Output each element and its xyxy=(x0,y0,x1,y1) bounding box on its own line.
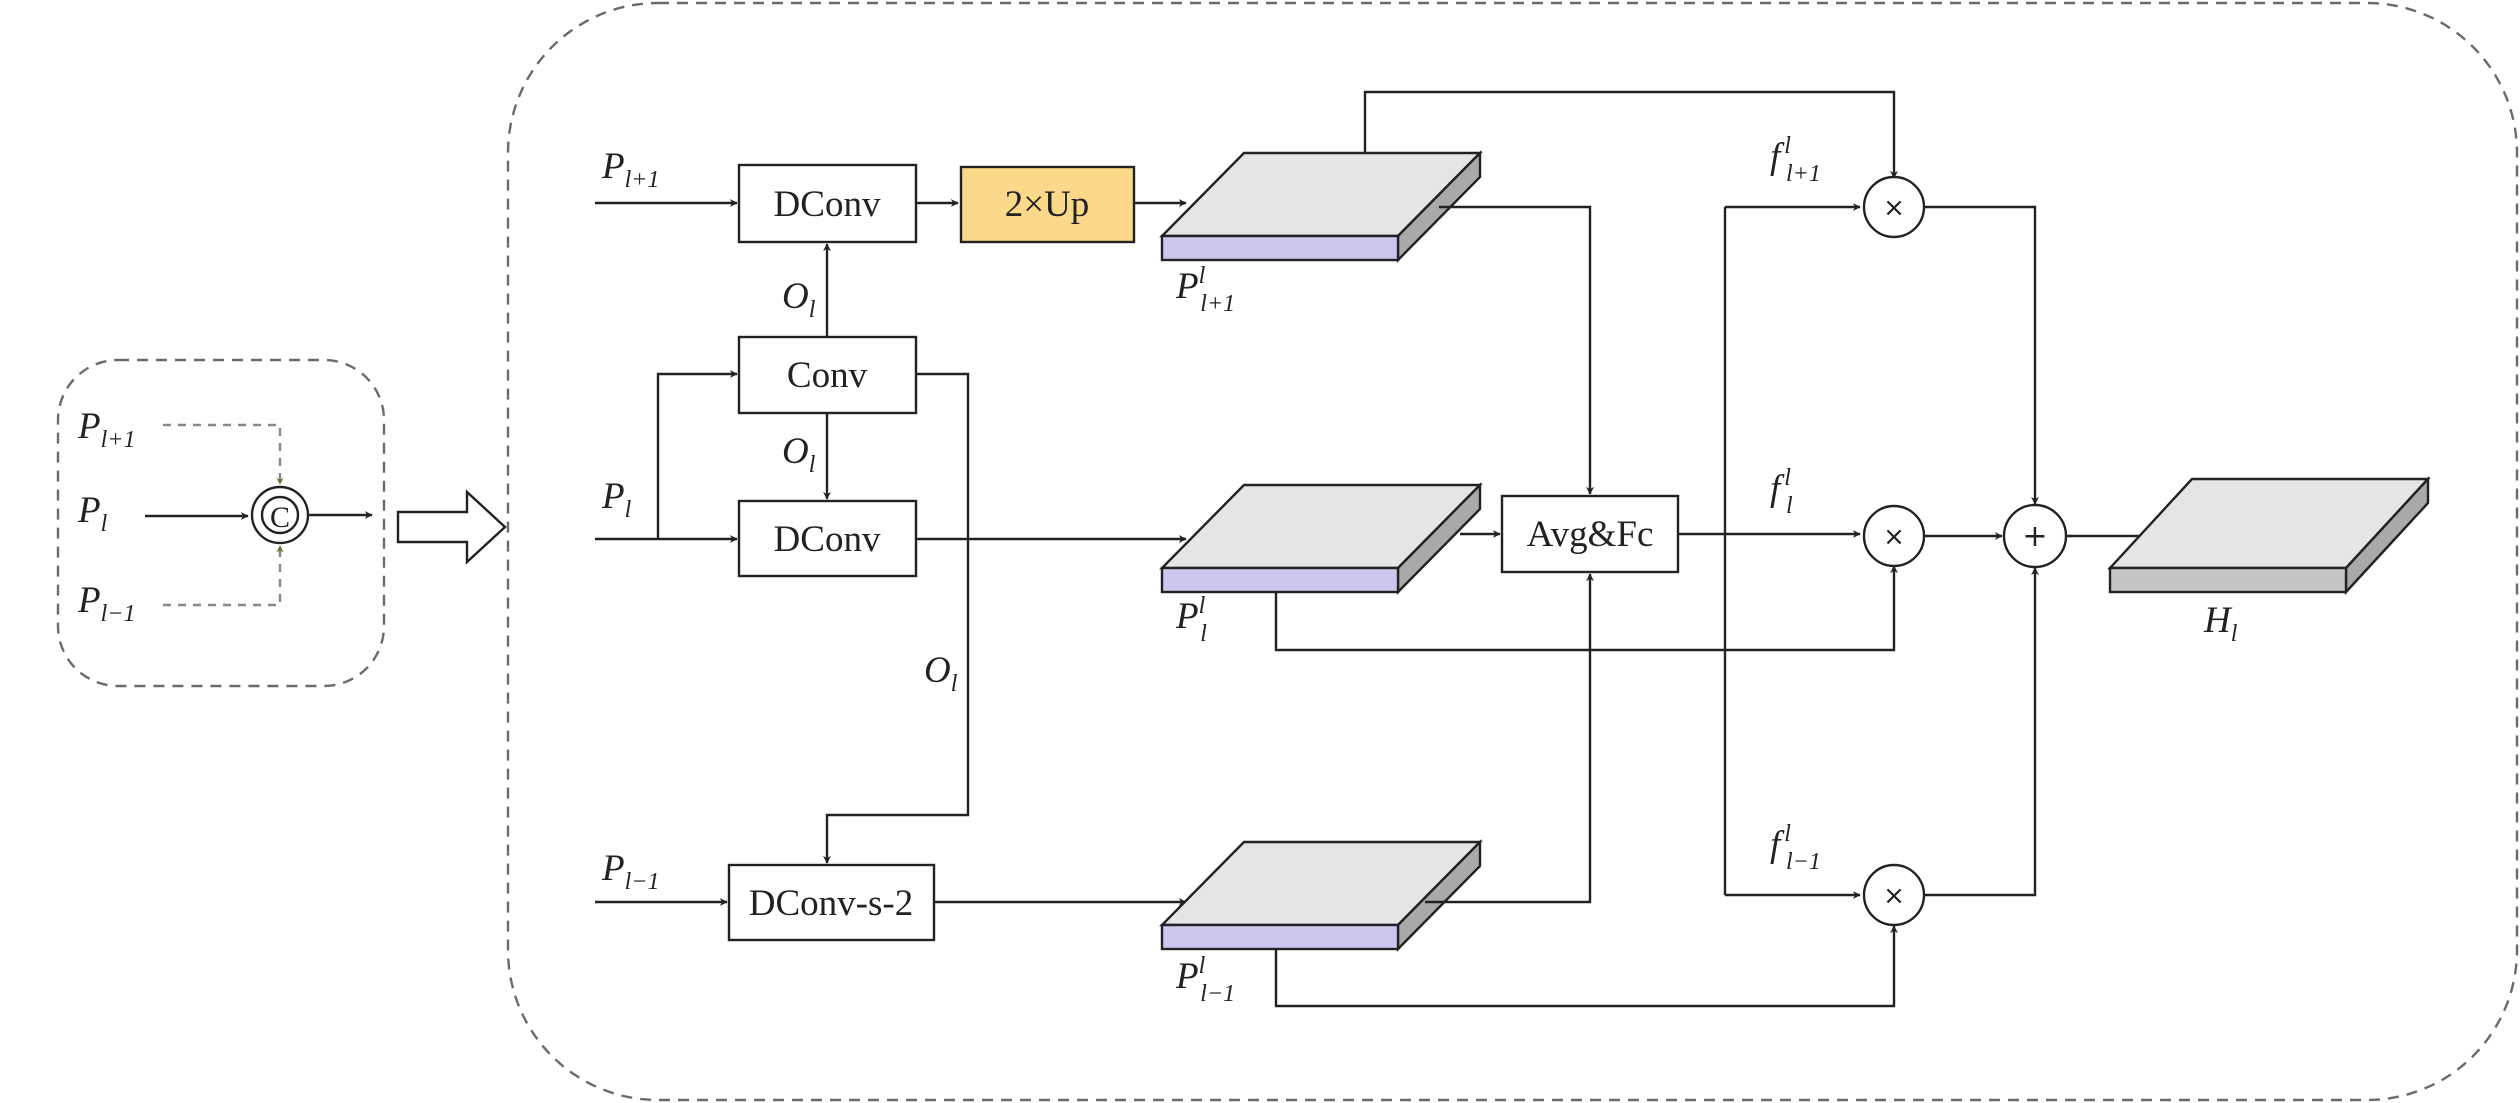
output-feature-map xyxy=(2107,475,2431,596)
feature-bot-skip-arrow xyxy=(1274,925,1898,1008)
svg-text:DConv-s-2: DConv-s-2 xyxy=(749,883,913,924)
svg-text:DConv: DConv xyxy=(774,519,881,560)
svg-text:Pll+1: Pll+1 xyxy=(1175,263,1235,317)
dconv-s2-block: DConv-s-2 xyxy=(727,863,936,942)
output-label: Hl xyxy=(2203,600,2238,647)
svg-text:Pl+1: Pl+1 xyxy=(77,406,135,453)
svg-text:×: × xyxy=(1883,522,1905,552)
svg-text:+: + xyxy=(2022,519,2047,554)
expand-arrow xyxy=(396,489,507,565)
multiply-top-to-add-arrow xyxy=(1924,205,2039,505)
feature-map-top xyxy=(1159,150,1483,263)
offset-mid-label: Ol xyxy=(782,431,816,478)
feature-mid-skip-arrow xyxy=(1274,565,1898,652)
offset-low-label: Ol xyxy=(924,650,958,697)
svg-text:Ol: Ol xyxy=(782,276,816,323)
concat-operator: C xyxy=(250,485,310,545)
svg-text:Avg&Fc: Avg&Fc xyxy=(1527,514,1654,555)
input-bot-label: Pl−1 xyxy=(601,848,659,895)
concat-lower-connector xyxy=(163,545,284,607)
dconv-mid-block: DConv xyxy=(737,499,918,578)
svg-text:Pl: Pl xyxy=(77,490,108,537)
avg-fc-block: Avg&Fc xyxy=(1500,494,1680,574)
multiply-bot: × xyxy=(1862,863,1926,927)
svg-text:fll: fll xyxy=(1770,465,1793,519)
svg-text:fll−1: fll−1 xyxy=(1770,821,1821,875)
module-panel-border xyxy=(506,1,2519,1102)
svg-text:fll+1: fll+1 xyxy=(1770,133,1821,187)
concat-input-lower-label: Pl−1 xyxy=(77,580,135,627)
svg-text:Pll−1: Pll−1 xyxy=(1175,953,1235,1007)
svg-text:×: × xyxy=(1883,193,1905,223)
concat-input-mid-label: Pl xyxy=(77,490,108,537)
svg-text:Pl−1: Pl−1 xyxy=(77,580,135,627)
svg-text:Conv: Conv xyxy=(787,355,868,396)
svg-text:Ol: Ol xyxy=(924,650,958,697)
svg-text:Hl: Hl xyxy=(2203,600,2238,647)
conv-to-dconv-s2-line xyxy=(823,372,970,864)
svg-text:C: C xyxy=(270,501,290,534)
concat-upper-connector xyxy=(163,423,284,485)
concat-input-upper-label: Pl+1 xyxy=(77,406,135,453)
dconv-top-block: DConv xyxy=(737,163,918,244)
svg-text:2×Up: 2×Up xyxy=(1005,184,1090,225)
svg-text:Ol: Ol xyxy=(782,431,816,478)
svg-text:Pl: Pl xyxy=(601,476,632,523)
svg-text:Pll: Pll xyxy=(1175,593,1207,647)
concat-panel-border xyxy=(56,358,386,688)
svg-text:Pl−1: Pl−1 xyxy=(601,848,659,895)
multiply-mid: × xyxy=(1862,504,1926,568)
upsample-block: 2×Up xyxy=(959,165,1136,244)
conv-block: Conv xyxy=(737,335,918,415)
feature-top-skip-arrow xyxy=(1363,90,1898,179)
multiply-bot-to-add-arrow xyxy=(1924,567,2039,897)
input-mid-to-conv-arrow xyxy=(656,370,738,539)
svg-text:DConv: DConv xyxy=(774,184,881,225)
feature-top-to-avg-arrow xyxy=(1439,205,1594,495)
feature-bot-to-avg-arrow xyxy=(1425,573,1594,904)
svg-text:×: × xyxy=(1883,881,1905,911)
feature-map-bot xyxy=(1159,839,1483,952)
offset-top-label: Ol xyxy=(782,276,816,323)
feature-map-mid xyxy=(1159,482,1483,595)
add-operator: + xyxy=(2002,503,2068,569)
multiply-top: × xyxy=(1862,175,1926,239)
input-top-label: Pl+1 xyxy=(601,146,659,193)
svg-text:Pl+1: Pl+1 xyxy=(601,146,659,193)
input-mid-label: Pl xyxy=(601,476,632,523)
